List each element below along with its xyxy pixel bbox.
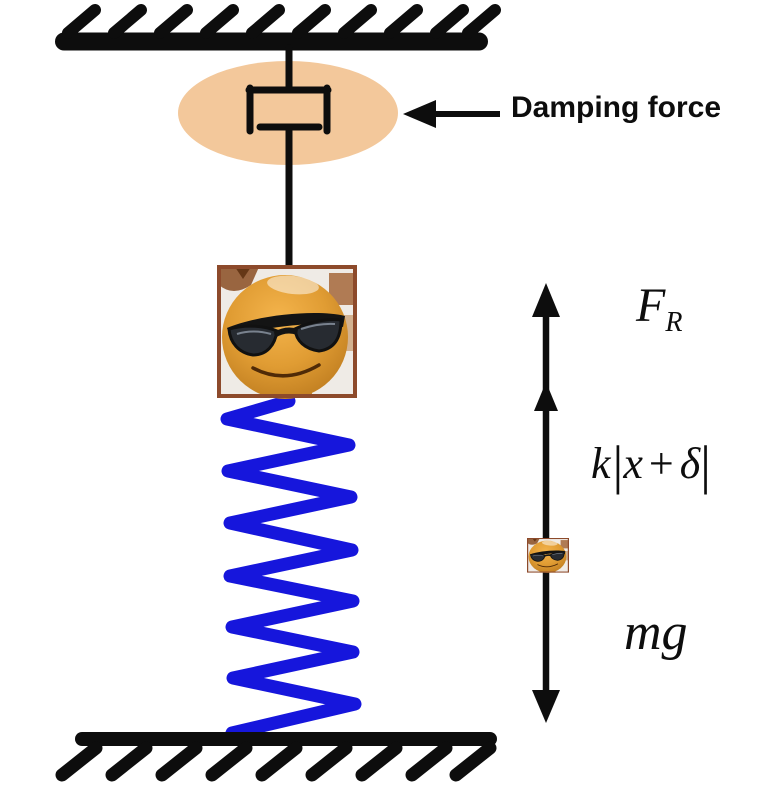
damping-arrowhead-left-icon xyxy=(403,100,436,128)
restoring-force-subscript: R xyxy=(665,307,683,338)
down-arrowhead-bottom-icon xyxy=(532,690,560,723)
small-mass-face-icon xyxy=(526,537,570,574)
force-axis xyxy=(526,283,570,723)
damping-force-arrow xyxy=(403,100,500,128)
restoring-force-symbol: F xyxy=(636,279,666,332)
damper-highlight-ellipse xyxy=(178,61,398,165)
spring-force-plus: + xyxy=(648,439,674,488)
fixed-support-bottom xyxy=(55,732,497,782)
mass-block-face-icon xyxy=(215,263,359,401)
spring-coil xyxy=(220,394,362,740)
fixed-support-top xyxy=(55,4,501,51)
damper-assembly xyxy=(178,44,398,270)
spring-force-label: k|x+δ| xyxy=(591,438,711,492)
spring-force-delta: δ xyxy=(679,439,701,488)
up-arrowhead-top-icon xyxy=(532,283,560,317)
spring-force-k: k xyxy=(591,439,611,488)
spring-force-x: x xyxy=(623,439,643,488)
damping-force-label: Damping force xyxy=(511,91,722,124)
restoring-force-label: FR xyxy=(636,279,682,337)
ceiling-hatching xyxy=(62,4,501,39)
spring-force-abs-bar-left: | xyxy=(612,435,624,495)
up-arrowhead-middle-icon xyxy=(534,382,558,411)
weight-label: mg xyxy=(624,604,688,661)
floor-hatching xyxy=(55,741,497,782)
spring-force-abs-bar-right: | xyxy=(700,435,711,495)
